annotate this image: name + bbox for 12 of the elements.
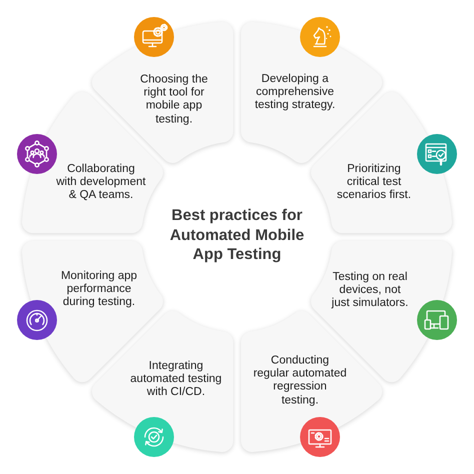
segment-text: Integrating automated testing with CI/CD. xyxy=(130,360,222,400)
diagram-title: Best practices for Automated Mobile App Testing xyxy=(170,206,304,264)
segment-text: Testing on real devices, not just simulators. xyxy=(332,271,408,311)
segment-text: Monitoring app performance during testing. xyxy=(60,270,138,310)
segment-text: Collaborating with development & QA teams. xyxy=(56,163,146,203)
ring-segment xyxy=(240,311,382,452)
segment-text: Developing a comprehensive testing strategy. xyxy=(254,73,336,113)
segment-text: Conducting regular automated regression testing. xyxy=(253,354,347,408)
segment-text: Prioritizing critical test scenarios first. xyxy=(336,163,412,203)
ring-segment xyxy=(92,311,234,452)
ring-segment xyxy=(92,22,234,163)
segment-text: Choosing the right tool for mobile app testing. xyxy=(140,74,208,126)
